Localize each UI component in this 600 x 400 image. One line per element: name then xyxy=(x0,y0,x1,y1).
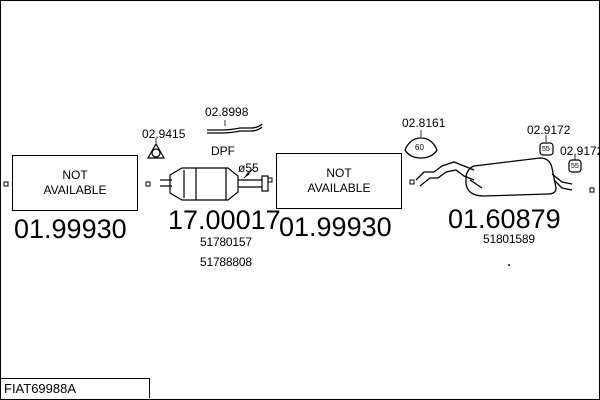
gasket-icon-label: 60 xyxy=(415,143,424,152)
not-available-line1: NOT xyxy=(62,168,88,182)
connector-left-2 xyxy=(145,181,151,187)
not-available-line2: AVAILABLE xyxy=(307,181,371,195)
dpf-ref-1: 51780157 xyxy=(200,235,252,249)
rear-muffler-icon xyxy=(415,157,573,197)
clamp-icon xyxy=(146,142,166,159)
clamp-part-number: 02.9415 xyxy=(142,127,186,141)
not-available-box-mid: NOT AVAILABLE xyxy=(276,153,402,209)
connector-right xyxy=(589,187,595,193)
dpf-unit-icon xyxy=(160,167,269,201)
part-number-dpf: 17.00017 xyxy=(168,205,281,235)
part-number-rear: 01.60879 xyxy=(448,204,561,234)
dpf-label: DPF xyxy=(211,144,235,158)
gasket-icon xyxy=(404,137,438,159)
connector-mid-2 xyxy=(409,179,415,185)
part-number-mid: 01.99930 xyxy=(279,212,392,242)
not-available-box-left: NOT AVAILABLE xyxy=(12,155,138,211)
pipe-icon xyxy=(207,123,263,134)
hanger-part-number-1: 02.9172 xyxy=(527,123,571,137)
diameter-arrow xyxy=(243,167,255,179)
connector-left xyxy=(3,181,9,187)
hanger-icon-label-1: 55 xyxy=(542,146,550,153)
part-number-left: 01.99930 xyxy=(14,214,127,244)
diagram-code-box xyxy=(0,378,150,398)
hanger-part-number-2: 02.9172 xyxy=(560,144,600,158)
dot-mark xyxy=(508,264,510,266)
leader-lines xyxy=(155,120,576,160)
gasket-part-number: 02.8161 xyxy=(402,116,446,130)
not-available-line2: AVAILABLE xyxy=(43,183,107,197)
hanger-icon-label-2: 55 xyxy=(571,163,579,170)
rear-ref: 51801589 xyxy=(483,232,535,246)
diagram-code: FIAT69988A xyxy=(4,381,77,396)
connector-mid xyxy=(267,177,273,183)
not-available-line1: NOT xyxy=(326,166,352,180)
dpf-ref-2: 51788808 xyxy=(200,255,252,269)
diameter-label: ø55 xyxy=(238,161,259,175)
pipe-part-number: 02.8998 xyxy=(205,105,249,119)
